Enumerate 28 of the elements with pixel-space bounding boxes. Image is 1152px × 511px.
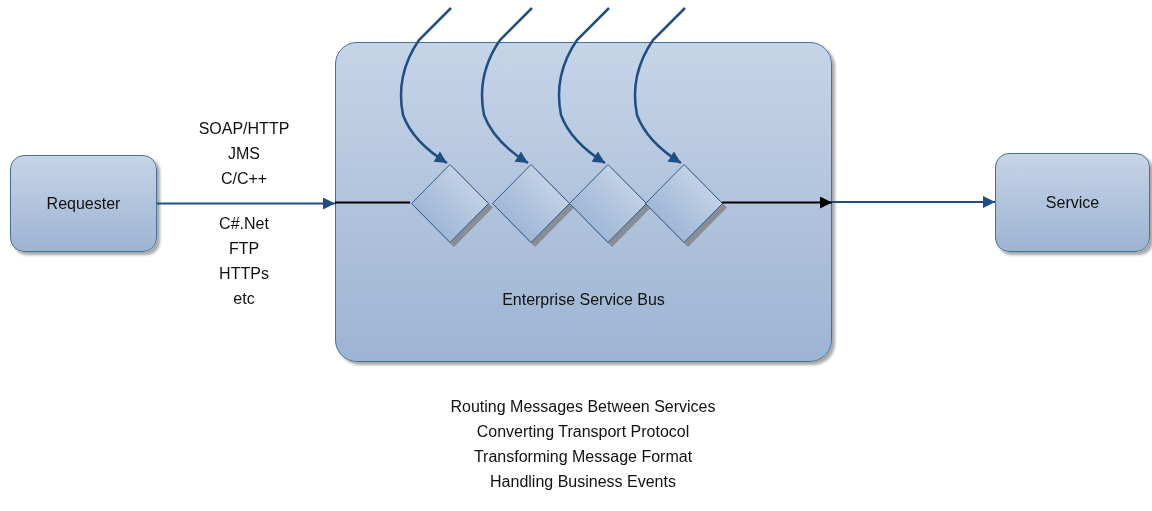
node-label: Requester	[45, 195, 122, 213]
rounded-box	[995, 153, 1150, 252]
arrow	[721, 196, 833, 209]
diamond-shape	[569, 164, 647, 243]
arrow	[399, 7, 452, 165]
arrow	[633, 7, 686, 165]
node-label: Service	[1044, 194, 1101, 212]
protocol-label: HTTPs	[219, 265, 269, 283]
protocol-label: SOAP/HTTP	[198, 120, 290, 138]
arrow	[480, 7, 533, 165]
function-note: Routing Messages Between Services	[450, 398, 716, 416]
arrow	[831, 196, 996, 208]
protocol-label: JMS	[228, 145, 260, 163]
diamond-shape	[645, 164, 723, 243]
function-note: Transforming Message Format	[473, 448, 693, 466]
diamond-shape	[411, 164, 489, 243]
arrow	[557, 7, 610, 165]
diamond-shape	[492, 164, 570, 243]
node-label: Enterprise Service Bus	[501, 291, 666, 309]
function-note: Converting Transport Protocol	[476, 423, 690, 441]
protocol-label: C#.Net	[219, 215, 269, 233]
protocol-label: etc	[233, 290, 255, 308]
arrow	[156, 197, 336, 210]
rounded-box	[10, 155, 157, 252]
protocol-label: FTP	[228, 240, 260, 258]
rounded-box	[335, 42, 832, 362]
protocol-label: C/C++	[220, 170, 268, 188]
function-note: Handling Business Events	[490, 473, 676, 491]
